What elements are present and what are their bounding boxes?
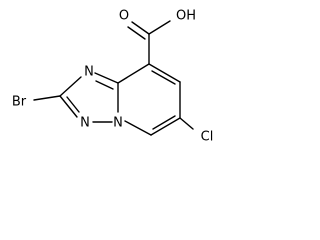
bond-c-o-double-a [131, 21, 150, 35]
bond-c5-n4 [124, 120, 152, 136]
bond-n1-c2 [59, 76, 82, 97]
molecule-structure: O OH Br Cl N N N [12, 9, 213, 145]
bond-c2-n3-inner [66, 96, 80, 113]
bond-c8-c7-inner [151, 70, 176, 85]
bromine-label: Br [12, 95, 27, 110]
chlorine-label: Cl [201, 130, 214, 145]
bond-c8a-n1 [94, 72, 119, 84]
bond-c2-br [33, 95, 61, 101]
nitrogen-4-label: N [113, 116, 123, 131]
bond-c-o-double-b [127, 26, 146, 40]
bond-c8a-n1-inner [95, 80, 114, 90]
bond-c2-n3 [59, 95, 78, 118]
bond-c6-c5-inner [152, 115, 176, 130]
bond-cooh-oh [148, 20, 171, 35]
bond-c6-cl [179, 117, 194, 130]
nitrogen-1-label: N [84, 65, 94, 80]
atom-labels: O OH Br Cl N N N [12, 9, 213, 145]
hydroxyl-label: OH [176, 9, 196, 24]
bond-lines [33, 20, 194, 136]
bond-c6-c5 [150, 117, 181, 136]
oxygen-label: O [119, 9, 129, 24]
nitrogen-3-label: N [80, 116, 90, 131]
bond-c8a-c8 [117, 63, 150, 84]
bond-c8-c7 [148, 63, 181, 83]
